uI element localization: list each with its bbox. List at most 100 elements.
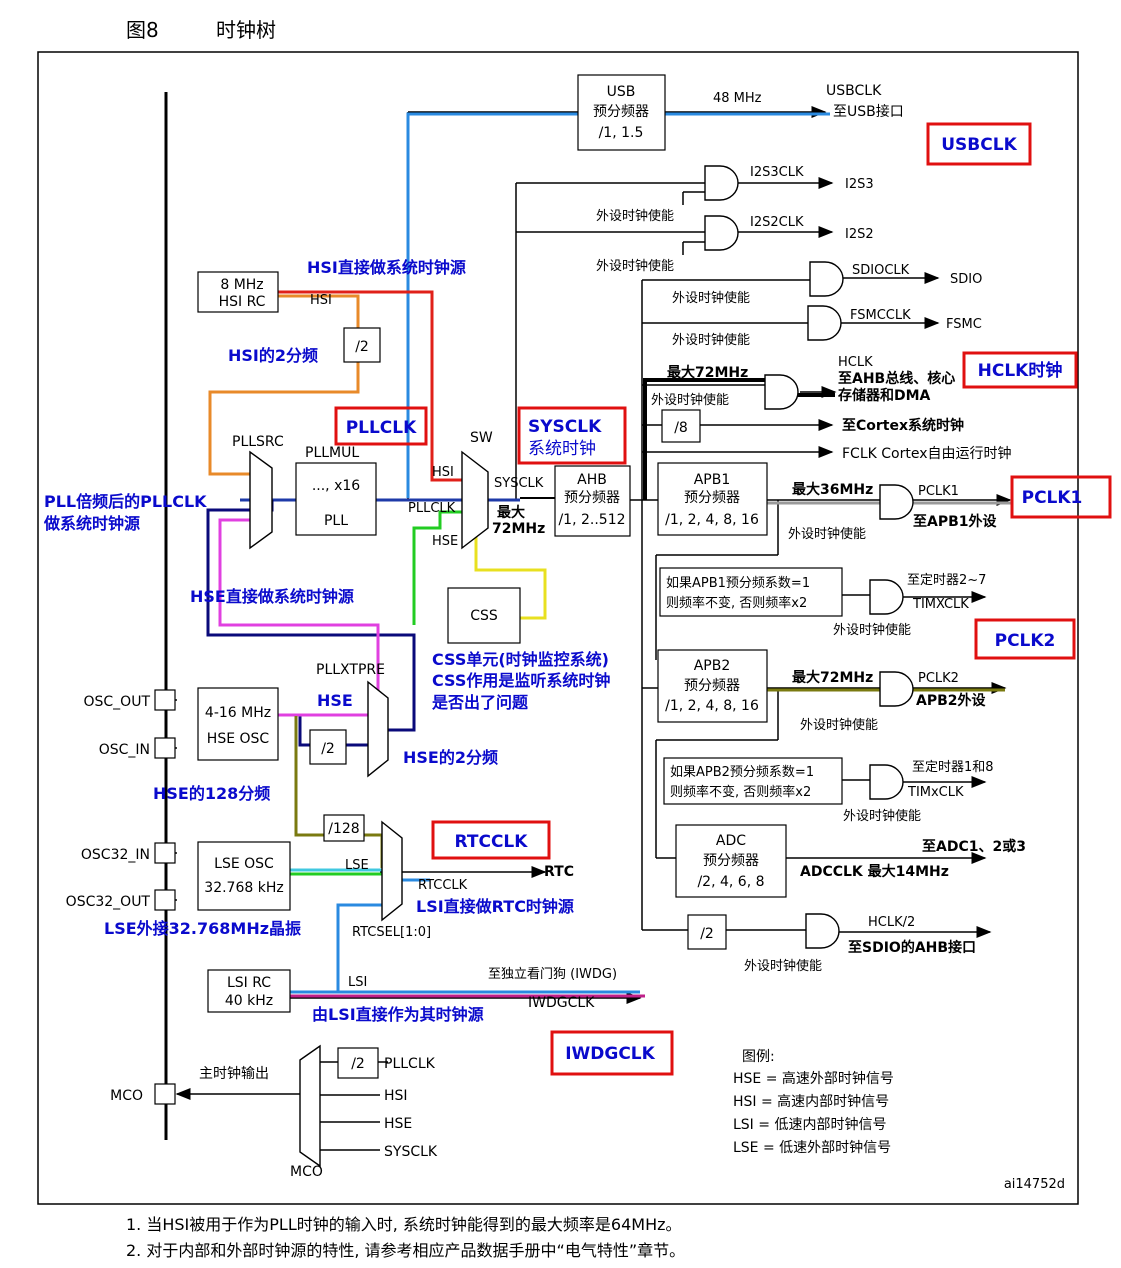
figure-id: ai14752d	[1004, 1177, 1065, 1192]
svg-text:HSI的2分频: HSI的2分频	[228, 346, 318, 365]
div8-box: /8	[661, 409, 701, 443]
svg-text:外设时钟使能: 外设时钟使能	[596, 258, 674, 274]
svg-text:HSI: HSI	[384, 1088, 408, 1104]
svg-text:预分频器: 预分频器	[684, 490, 740, 506]
svg-text:PLLSRC: PLLSRC	[232, 434, 284, 450]
annotations: HSI直接做系统时钟源 HSI的2分频 PLL倍频后的PLLCLK 做系统时钟源…	[43, 258, 610, 1024]
svg-text:HSE的2分频: HSE的2分频	[403, 748, 498, 767]
boxed-labels: USBCLK PLLCLK SYSCLK 系统时钟 HCLK时钟 PCLK1 P…	[334, 122, 1112, 1076]
svg-text:外设时钟使能: 外设时钟使能	[788, 526, 866, 542]
apb2-prescaler: APB2 预分频器 /1, 2, 4, 8, 16	[657, 649, 768, 723]
svg-text:PCLK2: PCLK2	[918, 671, 959, 686]
mco-mux	[299, 1044, 380, 1168]
svg-text:外设时钟使能: 外设时钟使能	[596, 208, 674, 224]
svg-text:48 MHz: 48 MHz	[713, 91, 762, 106]
footnotes: 1. 当HSI被用于作为PLL时钟的输入时, 系统时钟能得到的最大频率是64MH…	[126, 1212, 685, 1264]
svg-text:至定时器2~7: 至定时器2~7	[907, 573, 986, 588]
svg-text:OSC_IN: OSC_IN	[99, 742, 150, 758]
svg-text:OSC32_OUT: OSC32_OUT	[66, 894, 151, 910]
svg-text:预分频器: 预分频器	[564, 490, 620, 506]
svg-text:至APB1外设: 至APB1外设	[913, 513, 998, 530]
svg-text:外设时钟使能: 外设时钟使能	[744, 958, 822, 974]
osc32-in-pin	[154, 842, 176, 864]
svg-text:..., x16: ..., x16	[312, 478, 360, 494]
svg-text:SDIO: SDIO	[950, 272, 982, 287]
sw-mux: SW	[461, 430, 493, 550]
svg-text:/2: /2	[700, 926, 714, 942]
svg-text:至USB接口: 至USB接口	[833, 103, 904, 120]
signal-labels: 48 MHz USBCLK 至USB接口 I2S3CLK I2S3 I2S2CL…	[199, 83, 1026, 1180]
svg-text:I2S3CLK: I2S3CLK	[750, 165, 804, 180]
apb1-prescaler: APB1 预分频器 /1, 2, 4, 8, 16	[657, 462, 768, 536]
osc32-out-pin	[154, 889, 176, 911]
svg-text:I2S3: I2S3	[845, 177, 874, 192]
svg-text:APB2外设: APB2外设	[916, 692, 987, 709]
svg-text:LSI = 低速内部时钟信号: LSI = 低速内部时钟信号	[733, 1116, 886, 1133]
hclk-div2-box: /2	[687, 914, 727, 950]
footnote-1: 1. 当HSI被用于作为PLL时钟的输入时, 系统时钟能得到的最大频率是64MH…	[126, 1215, 682, 1234]
adc-prescaler: ADC 预分频器 /2, 4, 6, 8	[675, 824, 787, 898]
svg-text:至定时器1和8: 至定时器1和8	[912, 760, 994, 775]
apb1-timer-note: 如果APB1预分频系数=1 则频率不变, 否则频率x2	[659, 567, 843, 617]
svg-text:40 kHz: 40 kHz	[225, 993, 273, 1009]
svg-text:LSE: LSE	[345, 858, 369, 873]
svg-text:HCLK: HCLK	[838, 355, 873, 370]
svg-text:PLLXTPRE: PLLXTPRE	[316, 662, 385, 678]
svg-text:LSI直接做RTC时钟源: LSI直接做RTC时钟源	[416, 897, 574, 916]
svg-text:做系统时钟源: 做系统时钟源	[43, 514, 140, 533]
svg-text:HSI: HSI	[310, 293, 332, 308]
svg-text:如果APB2预分频系数=1: 如果APB2预分频系数=1	[670, 764, 814, 780]
svg-text:外设时钟使能: 外设时钟使能	[800, 717, 878, 733]
svg-text:至独立看门狗 (IWDG): 至独立看门狗 (IWDG)	[488, 966, 617, 982]
svg-text:图例:: 图例:	[742, 1049, 775, 1065]
svg-text:SYSCLK: SYSCLK	[384, 1144, 438, 1160]
svg-text:/1, 2, 4, 8, 16: /1, 2, 4, 8, 16	[665, 512, 759, 528]
svg-text:LSI RC: LSI RC	[227, 975, 271, 991]
svg-text:外设时钟使能: 外设时钟使能	[672, 290, 750, 306]
hse-div2-box: /2	[309, 729, 347, 765]
legend: 图例: HSE = 高速外部时钟信号 HSI = 高速内部时钟信号 LSI = …	[733, 1049, 894, 1156]
svg-text:是否出了问题: 是否出了问题	[431, 693, 529, 712]
svg-text:LSE外接32.768MHz晶振: LSE外接32.768MHz晶振	[104, 919, 301, 938]
svg-text:HSE OSC: HSE OSC	[207, 731, 270, 747]
svg-text:HSI: HSI	[432, 465, 454, 480]
svg-text:PLLCLK: PLLCLK	[384, 1056, 436, 1072]
osc-in-pin	[154, 737, 176, 759]
svg-text:PCLK1: PCLK1	[918, 484, 959, 499]
svg-text:/2: /2	[355, 339, 369, 355]
svg-text:FCLK Cortex自由运行时钟: FCLK Cortex自由运行时钟	[842, 445, 1012, 462]
svg-text:HCLK/2: HCLK/2	[868, 915, 915, 930]
css-box: CSS	[447, 587, 521, 644]
hsi-rc-box: 8 MHz HSI RC	[197, 271, 279, 313]
lse-osc-box: LSE OSC 32.768 kHz	[197, 841, 291, 911]
svg-text:RTC: RTC	[544, 864, 574, 880]
and-gates	[704, 165, 914, 949]
svg-text:/1, 2..512: /1, 2..512	[558, 512, 625, 528]
svg-text:/8: /8	[674, 420, 688, 436]
svg-text:32.768 kHz: 32.768 kHz	[204, 880, 283, 896]
figure-number: 图8	[126, 18, 159, 42]
svg-text:FSMC: FSMC	[946, 317, 982, 332]
footnote-2: 2. 对于内部和外部时钟源的特性, 请参考相应产品数据手册中“电气特性”章节。	[126, 1241, 686, 1260]
svg-text:TIMxCLK: TIMxCLK	[907, 785, 964, 800]
svg-text:外设时钟使能: 外设时钟使能	[672, 332, 750, 348]
svg-text:预分频器: 预分频器	[703, 853, 759, 869]
svg-text:USB: USB	[607, 84, 636, 100]
osc-out-pin	[154, 689, 176, 711]
svg-text:SYSCLK: SYSCLK	[528, 417, 602, 437]
svg-text:LSE = 低速外部时钟信号: LSE = 低速外部时钟信号	[733, 1139, 891, 1156]
svg-text:至AHB总线、核心: 至AHB总线、核心	[838, 370, 955, 387]
svg-text:TIMXCLK: TIMXCLK	[912, 597, 969, 612]
svg-text:4-16 MHz: 4-16 MHz	[205, 705, 271, 721]
svg-text:IWDGCLK: IWDGCLK	[565, 1044, 655, 1064]
svg-text:PLLCLK: PLLCLK	[408, 501, 456, 516]
svg-text:外设时钟使能: 外设时钟使能	[843, 808, 921, 824]
pllxtpre-mux: PLLXTPRE	[316, 662, 389, 778]
svg-text:预分频器: 预分频器	[593, 104, 649, 120]
hse-osc-box: 4-16 MHz HSE OSC	[197, 687, 279, 761]
svg-text:I2S2CLK: I2S2CLK	[750, 215, 804, 230]
svg-text:PCLK2: PCLK2	[995, 631, 1056, 651]
diagram-frame	[37, 51, 1079, 1205]
svg-text:/2: /2	[351, 1056, 365, 1072]
